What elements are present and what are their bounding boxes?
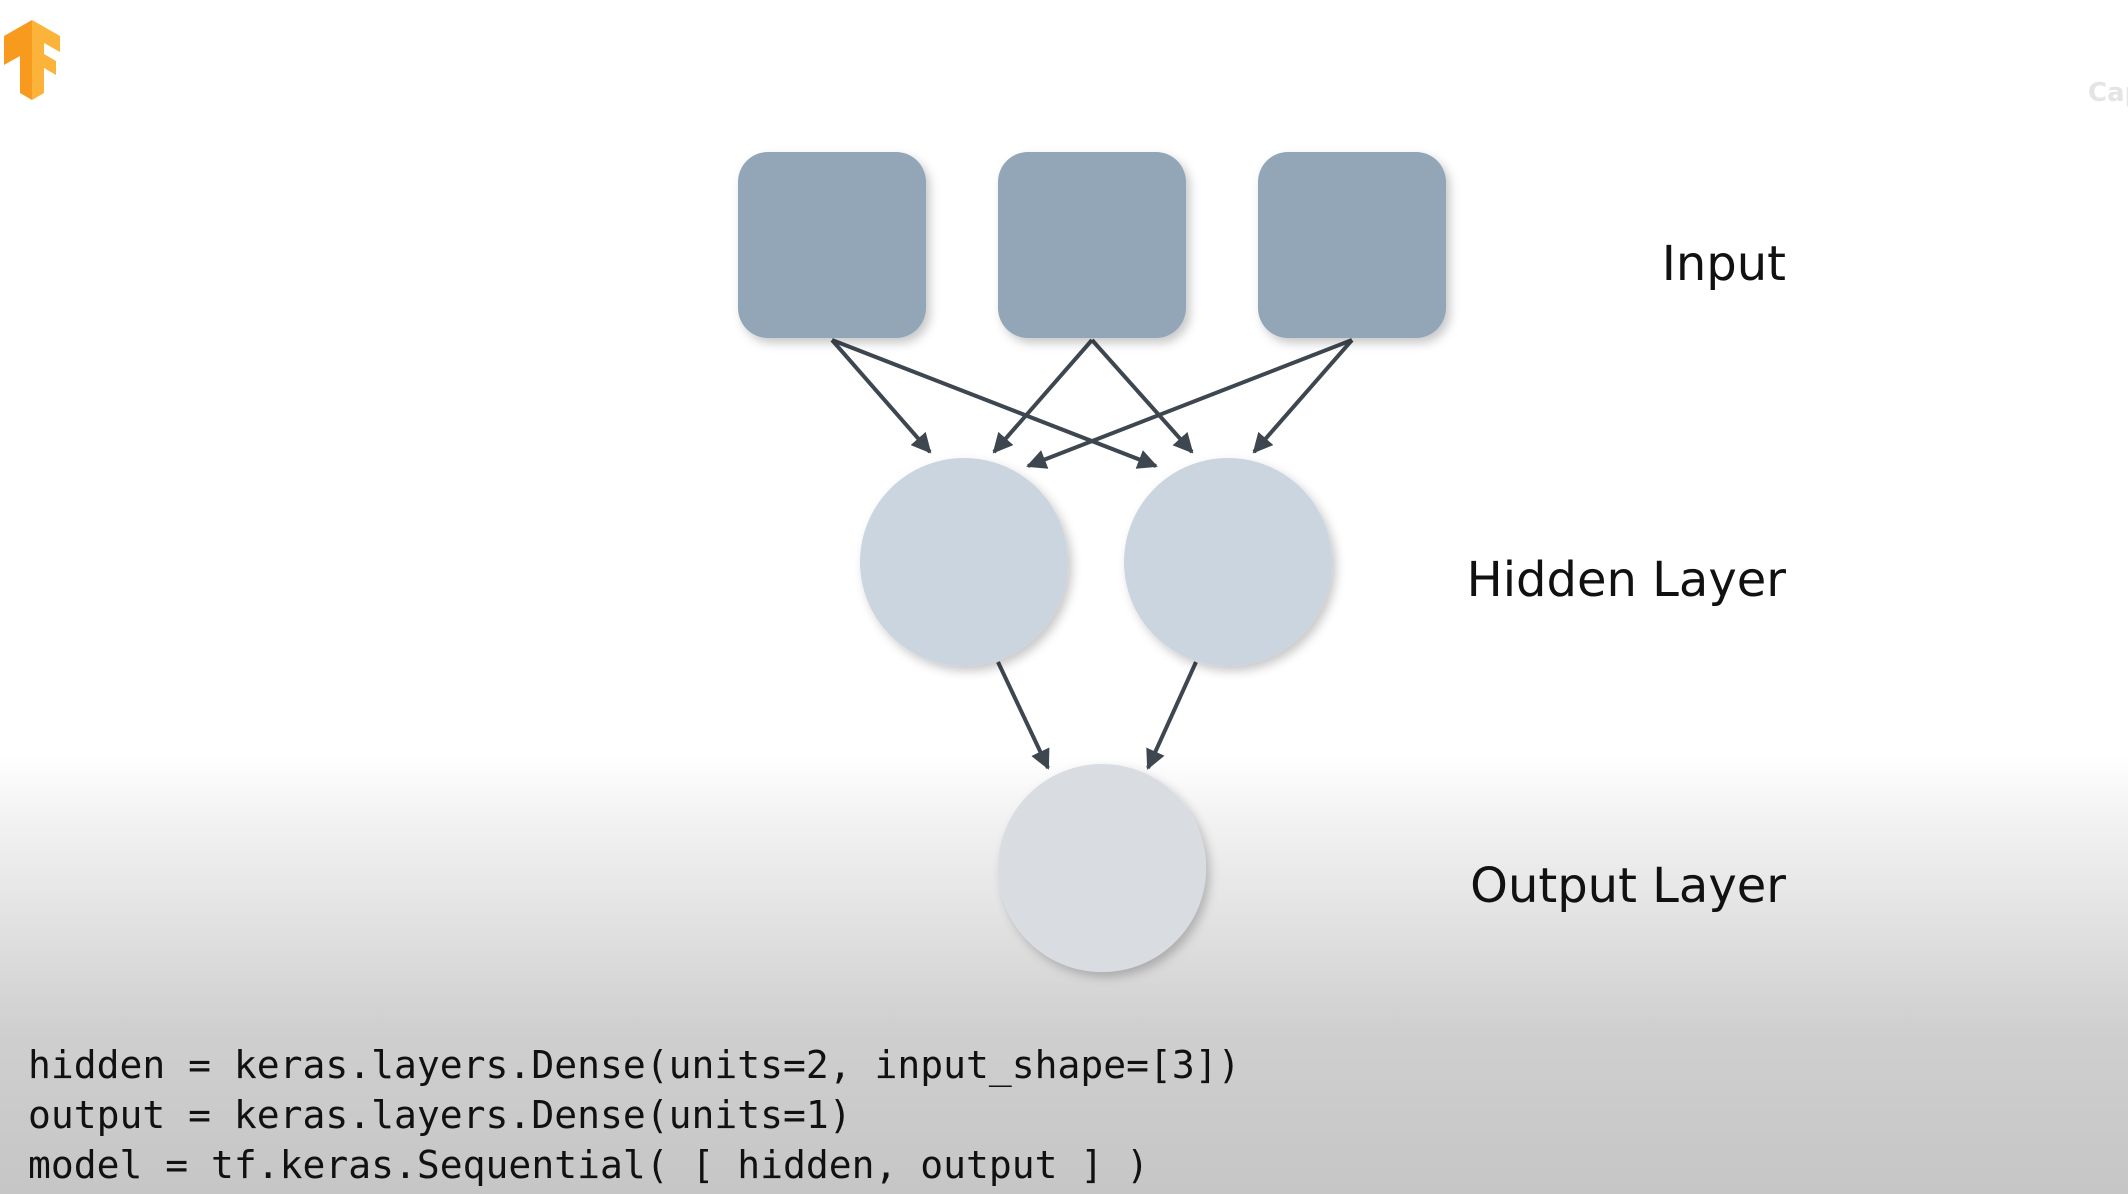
input-hidden-connections: [830, 338, 1354, 469]
connection-arrow: [1026, 338, 1353, 469]
output-layer-nodes: [998, 764, 1206, 972]
tensorflow-logo-icon: [4, 20, 60, 100]
connection-arrow: [1090, 338, 1194, 454]
input-node: [1258, 152, 1446, 338]
code-snippet: hidden = keras.layers.Dense(units=2, inp…: [28, 1040, 1241, 1190]
output-layer-label: Output Layer: [1470, 858, 1786, 914]
connection-arrow: [830, 338, 932, 454]
input-layer-label: Input: [1661, 236, 1786, 292]
hidden-node: [1124, 458, 1332, 666]
output-node: [998, 764, 1206, 972]
hidden-node: [860, 458, 1068, 666]
hidden-output-connections: [996, 661, 1198, 770]
connection-arrow: [996, 661, 1050, 770]
hidden-layer-label: Hidden Layer: [1466, 552, 1786, 608]
connection-arrow: [1252, 338, 1354, 454]
connection-arrow: [992, 338, 1094, 454]
hidden-layer-nodes: [860, 458, 1332, 666]
connection-arrow: [831, 338, 1158, 469]
input-node: [998, 152, 1186, 338]
input-node: [738, 152, 926, 338]
code-line: hidden = keras.layers.Dense(units=2, inp…: [28, 1043, 1241, 1087]
connection-arrow: [1146, 661, 1198, 770]
code-line: model = tf.keras.Sequential( [ hidden, o…: [28, 1143, 1150, 1187]
input-layer-nodes: [738, 152, 1446, 338]
code-line: output = keras.layers.Dense(units=1): [28, 1093, 852, 1137]
captions-button[interactable]: Cap: [2088, 78, 2128, 108]
